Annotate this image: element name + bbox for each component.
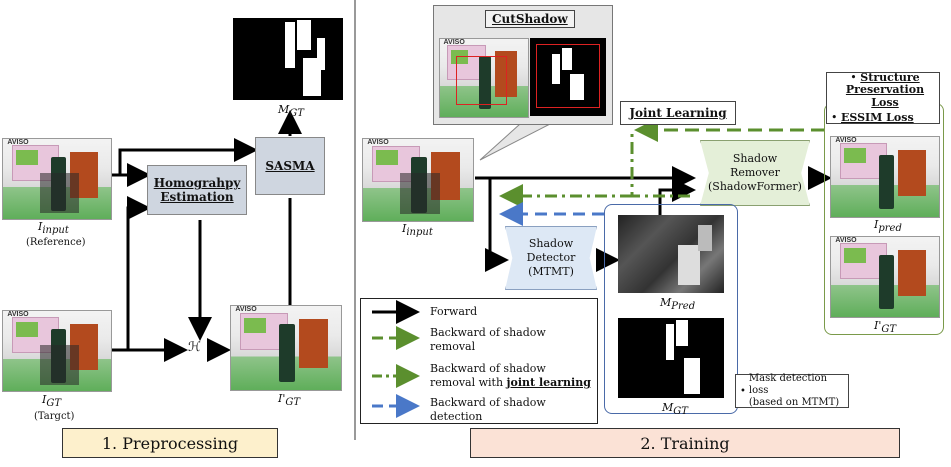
input-image-training: AVISO — [362, 138, 474, 222]
sasma-label: SASMA — [265, 159, 315, 173]
gt-prime-image-training: AVISO — [830, 236, 940, 318]
input-image-preproc: AVISO — [2, 138, 112, 220]
homography-label: Homograhpy Estimation — [153, 176, 241, 204]
sasma-box: SASMA — [255, 137, 325, 195]
homography-symbol: ℋ — [188, 340, 201, 355]
mask-gt-label-training: MGT — [662, 401, 688, 418]
training-backward-arrows — [499, 118, 825, 226]
arrow-mpred-to-remover — [658, 178, 696, 215]
mask-gt-training — [618, 318, 724, 398]
mask-gt-label-preproc: MGT — [278, 103, 304, 120]
loss-list-box: • Structure Preservation Loss • ESSIM Lo… — [826, 70, 940, 124]
pred-image: AVISO — [830, 136, 940, 218]
cutshadow-pointer — [479, 123, 551, 161]
cutshadow-title: CutShadow — [485, 10, 575, 28]
shadow-remover-label: Shadow Remover (ShadowFormer) — [708, 152, 802, 193]
cutshadow-image: AVISO — [439, 38, 529, 118]
legend-backward-detection: Backward of shadow detection — [430, 396, 546, 423]
target-label: IGT — [42, 393, 62, 410]
target-caption: (Targct) — [34, 411, 75, 422]
mask-pred-image — [618, 215, 724, 293]
loss-item-structure: • Structure Preservation Loss — [845, 70, 925, 109]
arrow-target-to-homography — [110, 196, 151, 352]
gt-prime-label-training: I'GT — [874, 319, 897, 336]
legend-backward-removal: Backward of shadow removal — [430, 326, 546, 353]
input-label-training: Iinput — [402, 222, 433, 239]
legend-lines — [372, 300, 420, 418]
training-title: 2. Training — [640, 433, 730, 453]
training-banner: 2. Training — [470, 428, 900, 458]
legend-joint: Backward of shadow removal with joint le… — [430, 362, 591, 389]
shadow-detector-label: Shadow Detector (MTMT) — [526, 237, 576, 278]
preprocessing-banner: 1. Preprocessing — [62, 428, 278, 458]
target-image-preproc: AVISO — [2, 310, 112, 392]
homography-box: Homograhpy Estimation — [147, 165, 247, 215]
loss-item-essim: • ESSIM Loss — [831, 110, 914, 124]
arrow-input-to-sasma — [110, 138, 258, 177]
training-forward-arrows — [475, 166, 832, 272]
mask-loss-box: •Mask detection loss (based on MTMT) — [735, 373, 849, 408]
mask-gt-preproc — [233, 18, 343, 100]
cutshadow-mask — [530, 38, 606, 116]
preprocessing-title: 1. Preprocessing — [101, 433, 239, 453]
joint-learning-box: Joint Learning — [620, 101, 736, 125]
shadow-detector-box: Shadow Detector (MTMT) — [505, 226, 597, 290]
arrow-input-to-detector — [485, 178, 509, 272]
legend-box — [360, 298, 598, 424]
mask-group-frame — [604, 204, 738, 414]
mask-loss-label: Mask detection loss (based on MTMT) — [748, 373, 840, 408]
legend-forward: Forward — [430, 305, 478, 318]
arrow-joint-vertical — [630, 130, 690, 198]
joint-learning-label: Joint Learning — [629, 106, 727, 120]
shadow-remover-box: Shadow Remover (ShadowFormer) — [700, 140, 810, 206]
pred-label: Ipred — [874, 218, 902, 235]
gt-prime-image-preproc: AVISO — [230, 305, 342, 391]
input-label-preproc: Iinput — [38, 220, 69, 237]
gt-prime-label-preproc: I'GT — [278, 392, 301, 409]
mask-pred-label: MPred — [660, 296, 696, 313]
reference-caption: (Reference) — [26, 237, 86, 248]
preproc-arrows — [110, 110, 302, 362]
